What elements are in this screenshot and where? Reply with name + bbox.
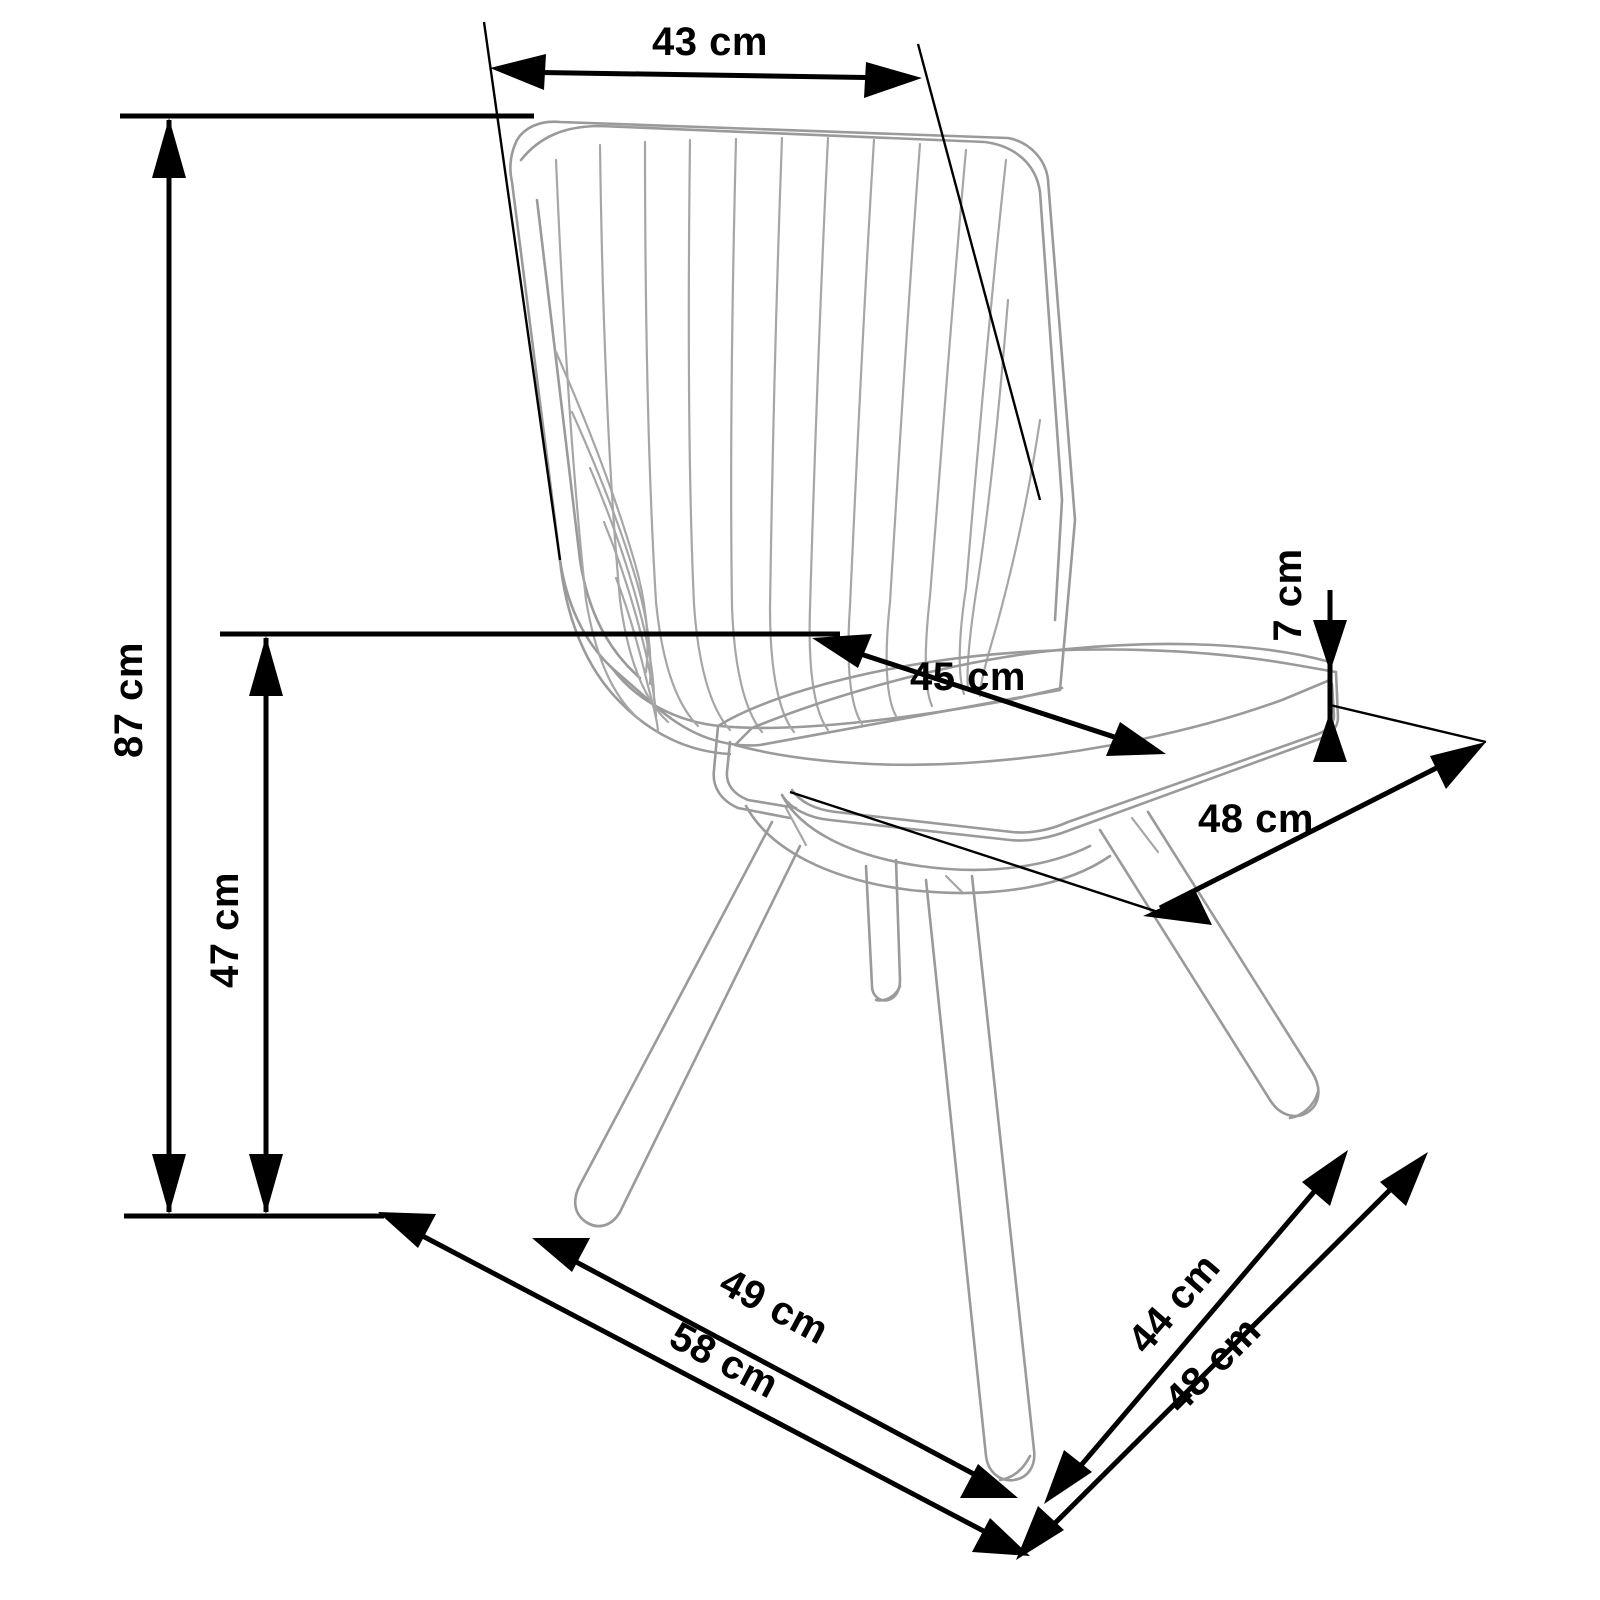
arrow-up-left	[378, 1212, 436, 1248]
arrow-down	[1313, 620, 1347, 672]
dimension-label-48cm-right: 48 cm	[1198, 797, 1314, 841]
chair-legs	[573, 806, 1320, 1482]
arrow-down-right	[960, 1464, 1018, 1498]
dimension-label-47cm: 47 cm	[203, 872, 247, 988]
dimension-total-height: 87 cm	[107, 113, 534, 1219]
arrow-up	[249, 636, 283, 696]
dimension-back-width: 43 cm	[482, 20, 1042, 561]
dimension-label-45cm: 45 cm	[910, 655, 1026, 699]
arrow-left	[490, 54, 546, 90]
arrow-down-left	[1044, 1450, 1092, 1504]
dimension-side-leg-span: 44 cm	[1044, 1150, 1348, 1504]
arrow-up-left	[532, 1238, 590, 1272]
dimension-overall-depth: 48 cm	[1016, 1152, 1428, 1560]
arrow-down	[249, 1154, 283, 1214]
arrow-down-right	[972, 1518, 1030, 1556]
arrow-right	[1106, 722, 1166, 756]
arrow-up	[1313, 712, 1347, 762]
dimension-overall-width: 58 cm	[378, 1212, 1030, 1556]
arrow-up	[152, 118, 186, 178]
dimension-seat-width-right: 48 cm	[789, 703, 1487, 925]
arrow-right	[864, 62, 922, 98]
dimension-cushion-thickness: 7 cm	[1266, 548, 1347, 762]
dimension-seat-depth: 45 cm	[812, 634, 1166, 756]
arrow-down-left	[1143, 892, 1212, 925]
arrow-down-left	[1016, 1506, 1064, 1560]
arrow-down	[152, 1154, 186, 1214]
dimension-label-87cm: 87 cm	[107, 642, 151, 758]
arrow-left	[812, 634, 872, 668]
arrow-up-right	[1302, 1150, 1348, 1206]
dimension-label-43cm: 43 cm	[652, 20, 768, 64]
arrow-up-right	[1430, 742, 1486, 789]
arrow-up-right	[1380, 1152, 1428, 1206]
dimension-seat-height: 47 cm	[203, 631, 840, 1214]
dimension-label-7cm: 7 cm	[1266, 548, 1310, 641]
